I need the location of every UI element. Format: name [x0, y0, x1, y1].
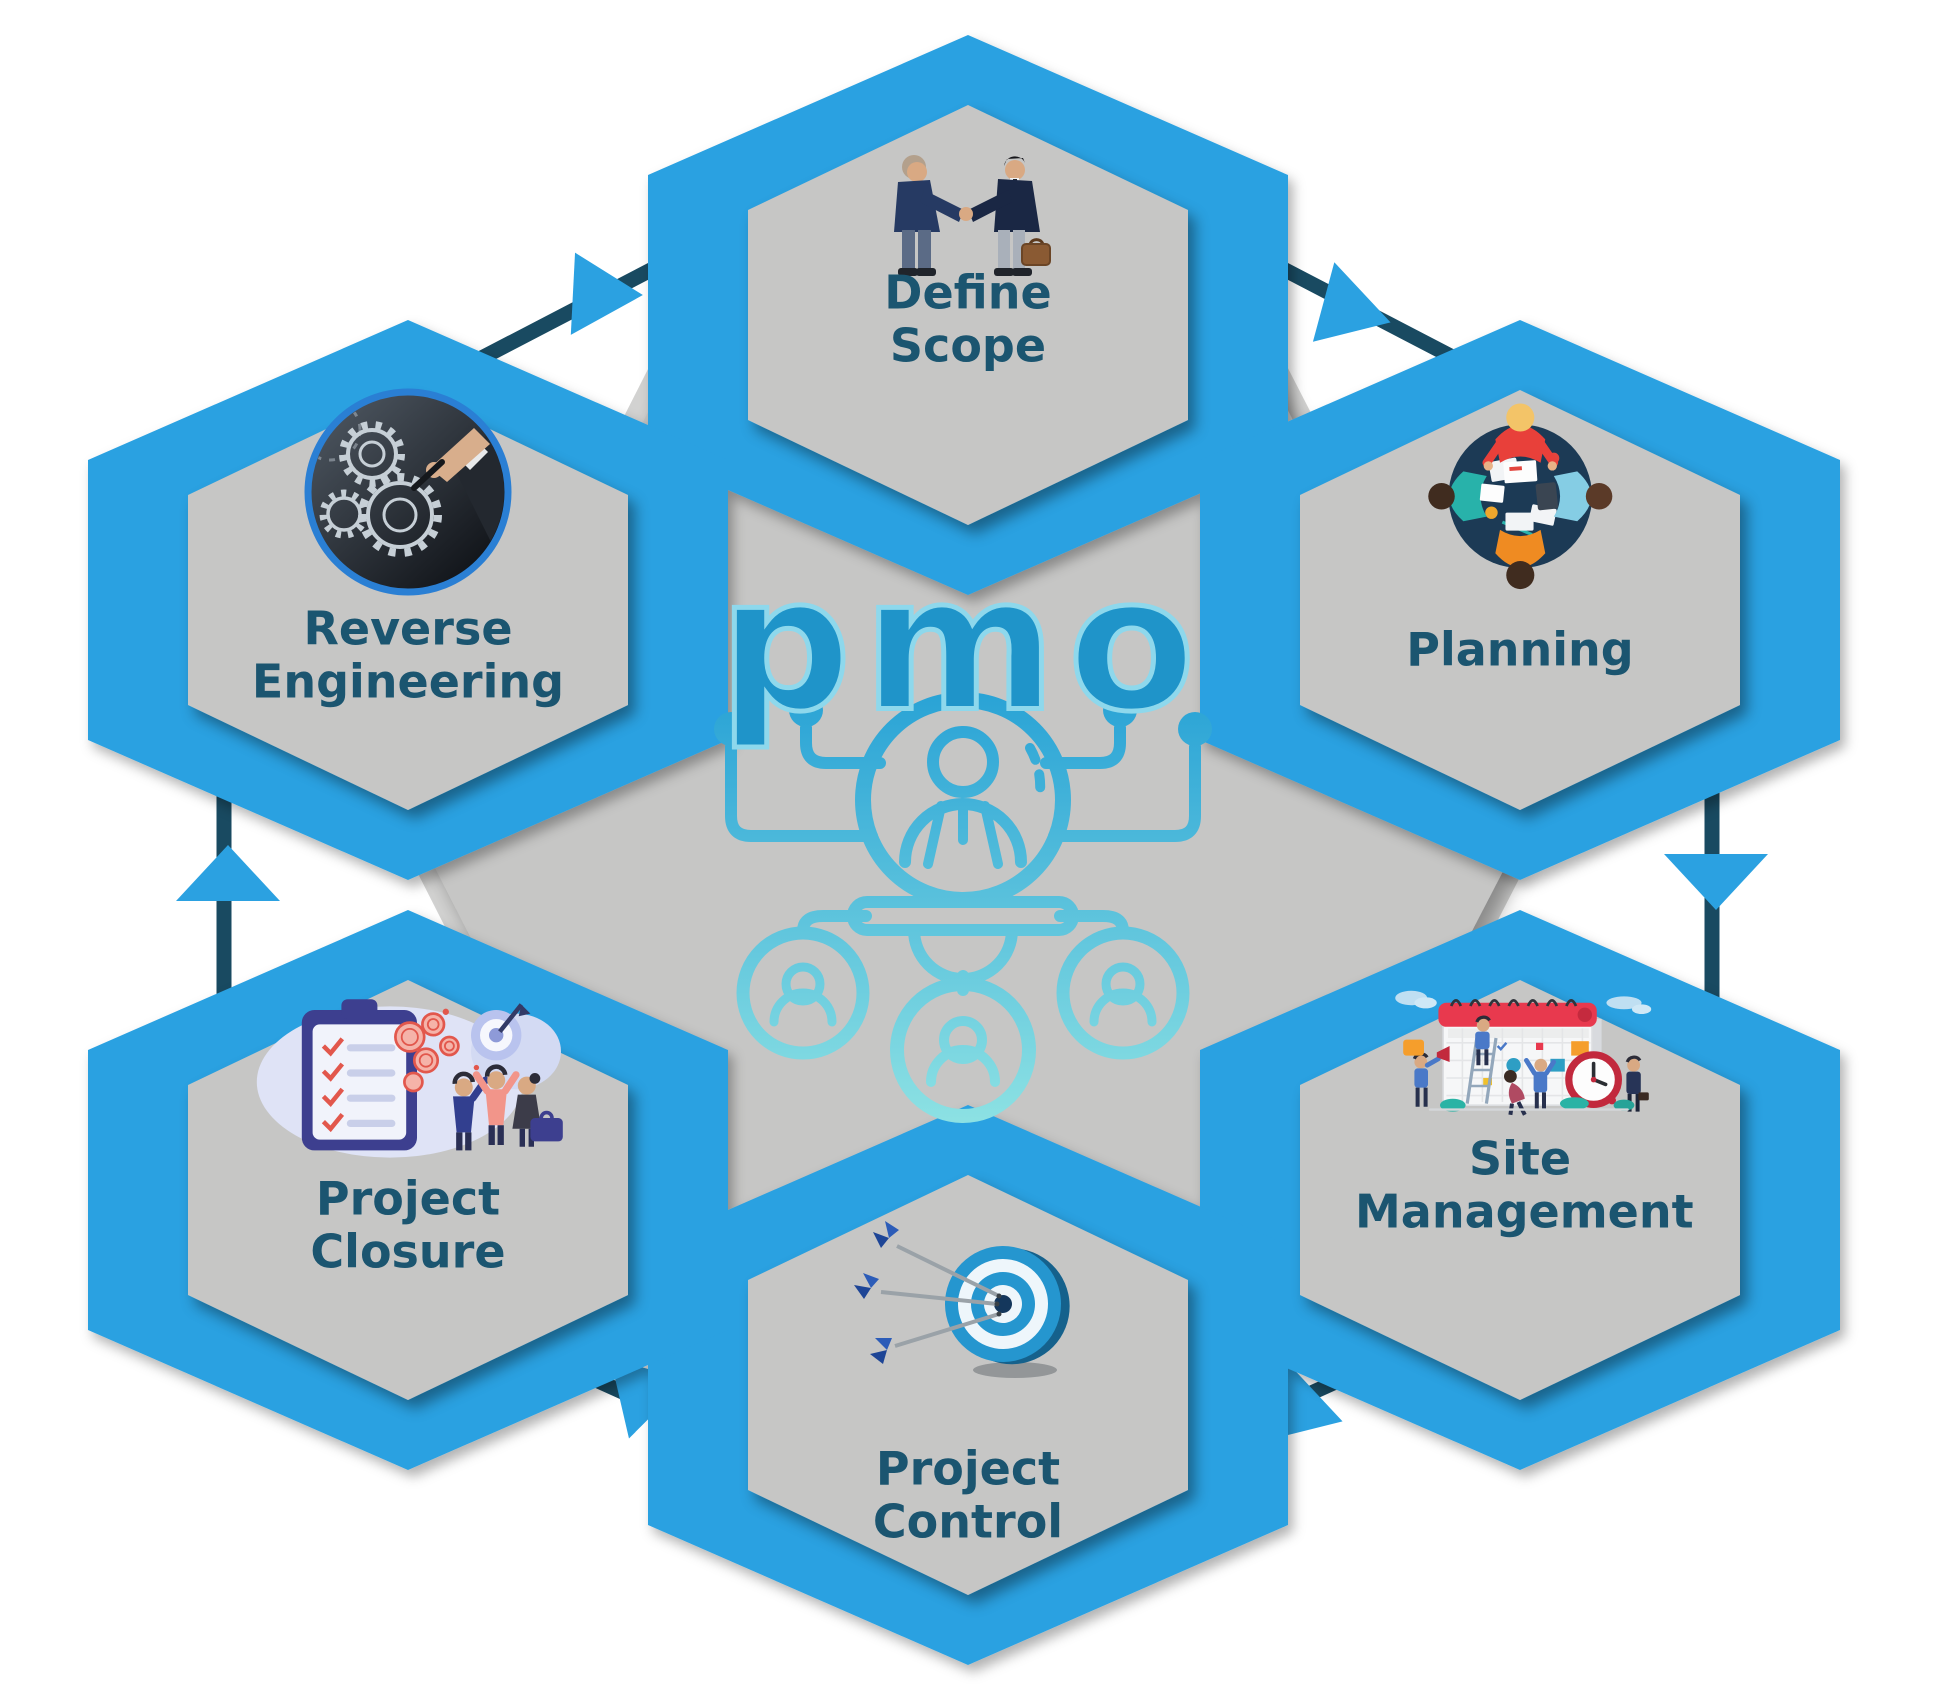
icon-node-dot — [1103, 693, 1137, 727]
checklist-clipboard-illustration — [256, 999, 563, 1158]
node-label-project-closure: Project Closure — [310, 1171, 506, 1279]
node-label-define-scope: Define Scope — [884, 265, 1052, 373]
ring-arrow-left-icon — [176, 845, 280, 901]
tile-hexagon-reverse-engineering — [188, 390, 628, 810]
ring-arrow-right-icon — [1664, 854, 1768, 910]
pmo-logo-text: pmo — [716, 536, 1208, 753]
tile-hexagon-define-scope — [748, 105, 1188, 525]
node-label-project-control: Project Control — [872, 1441, 1064, 1549]
ring-arrow-top-right-icon — [1312, 262, 1391, 342]
node-label-site-management: Site Management — [1355, 1131, 1694, 1239]
icon-node-dot — [1178, 712, 1212, 746]
darts-target-illustration — [854, 1221, 1070, 1378]
tile-hexagon-planning — [1300, 390, 1740, 810]
node-label-planning: Planning — [1406, 622, 1634, 677]
node-label-reverse-engineering: Reverse Engineering — [251, 601, 565, 709]
calendar-schedule-illustration — [1395, 990, 1652, 1116]
icon-node-dot — [789, 693, 823, 727]
ring-arrow-top-left-icon — [570, 252, 643, 335]
handshake-illustration — [894, 155, 1051, 276]
team-meeting-illustration — [1428, 403, 1613, 590]
tile-hexagon-project-control — [748, 1175, 1188, 1595]
icon-node-dot — [714, 712, 748, 746]
manager-org-chart-icon — [714, 692, 1212, 1123]
